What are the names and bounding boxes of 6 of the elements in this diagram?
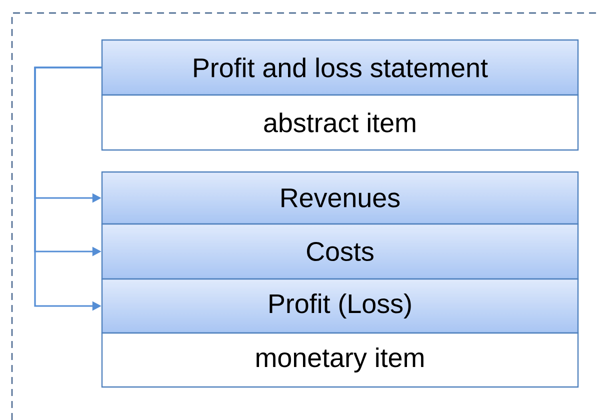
item-row: Costs bbox=[101, 223, 579, 280]
item-row: Profit and loss statement bbox=[101, 39, 579, 96]
type-row: monetary item bbox=[101, 332, 579, 388]
item-row: Profit (Loss) bbox=[101, 278, 579, 334]
type-row: abstract item bbox=[101, 94, 579, 151]
item-row: Revenues bbox=[101, 171, 579, 225]
